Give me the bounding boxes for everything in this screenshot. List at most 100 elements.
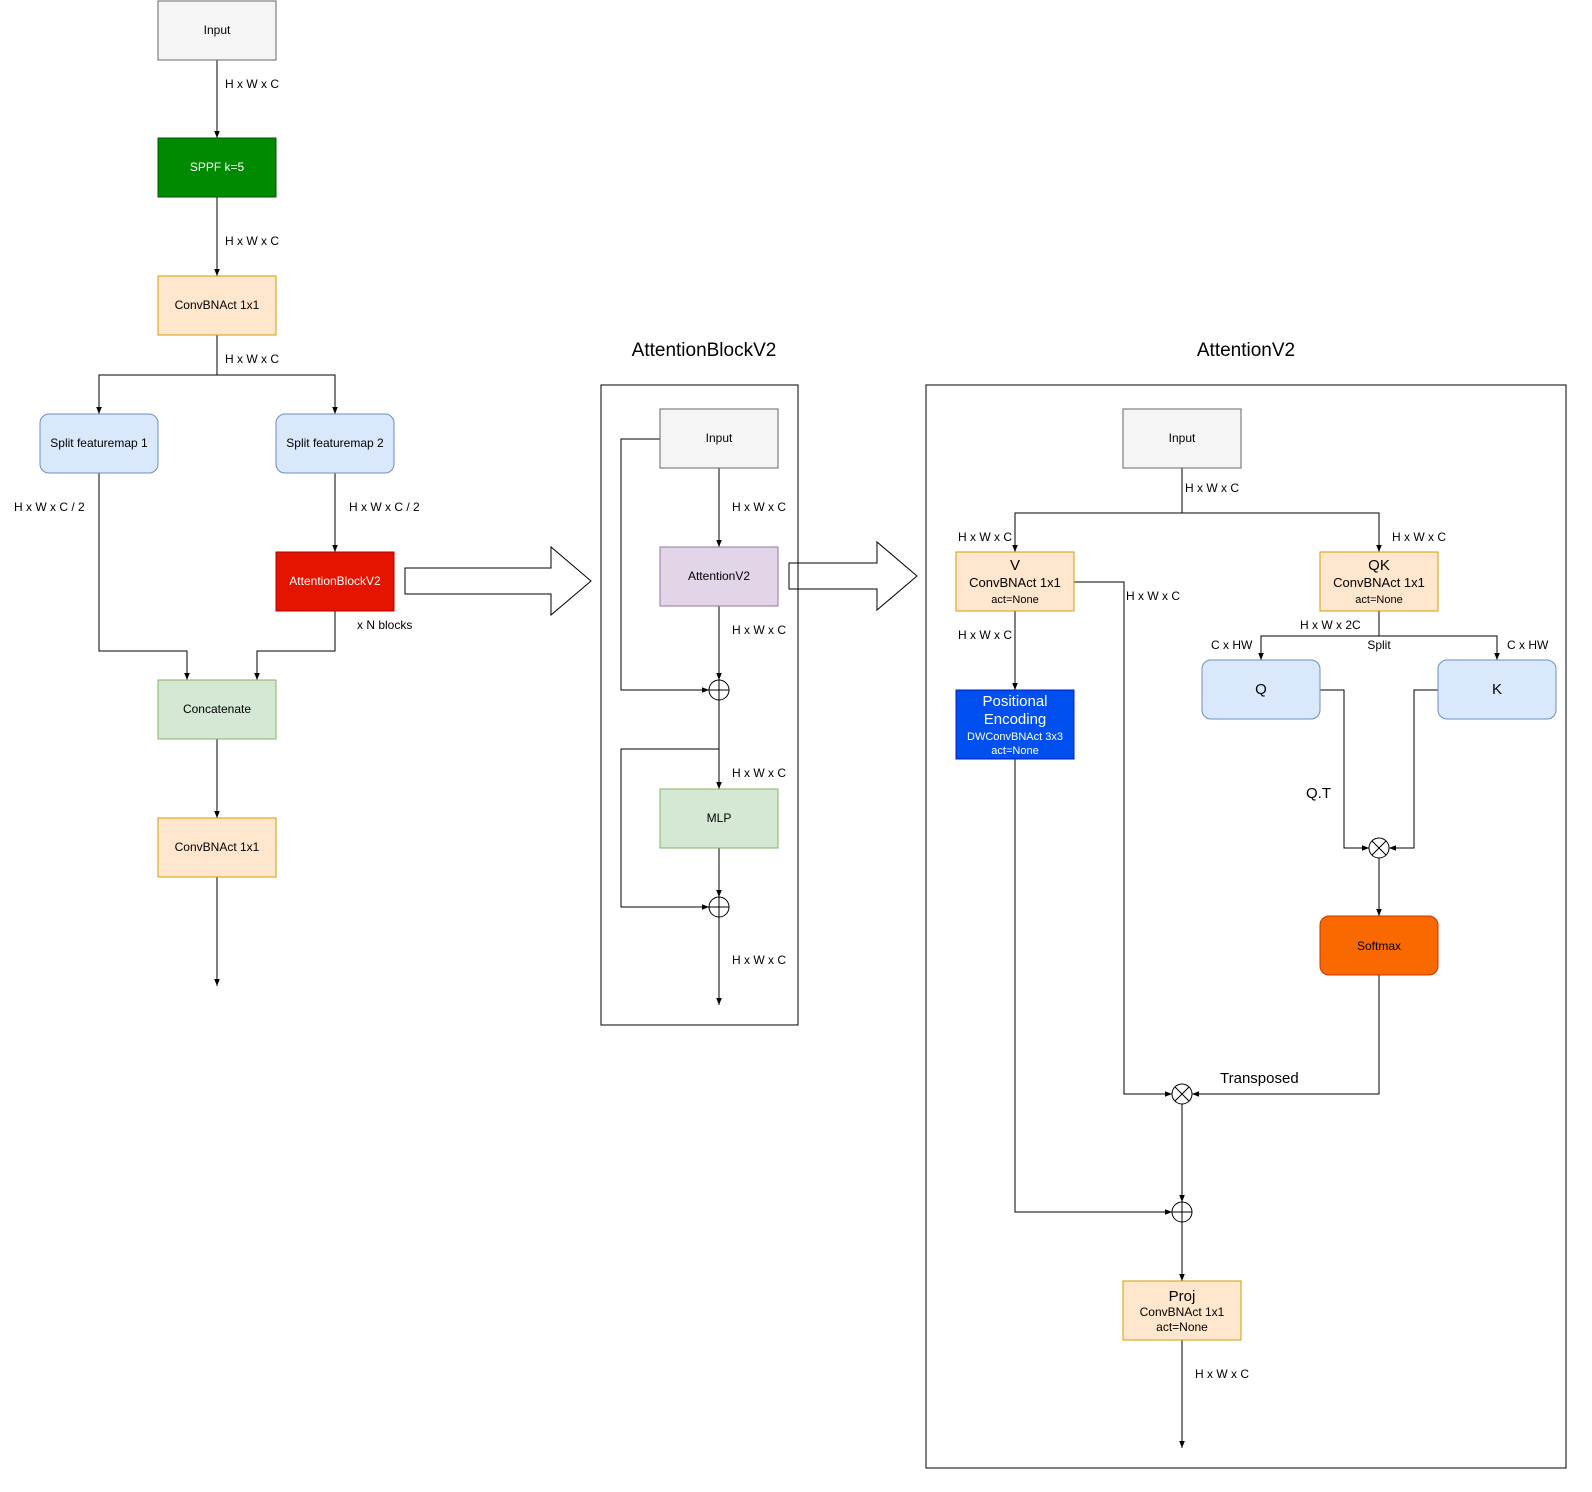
attention-frame (925, 384, 1567, 1469)
left-flow: Input SPPF k=5 ConvBNAct 1x1 Split featu… (14, 0, 420, 986)
conv-node-2-label: ConvBNAct 1x1 (175, 840, 260, 854)
add-op-1-plus-mark (709, 680, 729, 700)
edge-label: H x W x C (732, 766, 786, 780)
attn-input-node-box (1122, 408, 1242, 469)
edge-q-mul (1320, 689, 1369, 851)
proj-node-box (1122, 1280, 1242, 1341)
block-attention-node: AttentionV2 (659, 546, 779, 607)
attention-block-panel: AttentionBlockV2 Input AttentionV2 MLP (600, 340, 799, 1026)
edge-qk-q (1258, 611, 1380, 660)
block-input-node: Input (659, 408, 779, 469)
block-input-node-label: Input (706, 431, 733, 445)
positional-encoding-node: Positional Encoding DWConvBNAct 3x3 act=… (955, 689, 1075, 760)
edge-label: H x W x C (732, 500, 786, 514)
transposed-label: Transposed (1220, 1070, 1299, 1087)
qt-label: Q.T (1306, 785, 1331, 802)
edge-input-qk (1182, 512, 1382, 552)
concatenate-node-label: Concatenate (183, 702, 251, 716)
split-node-1-label: Split featuremap 1 (50, 436, 148, 450)
pe-node-act: act=None (991, 745, 1038, 757)
edge-label: H x W x C (225, 234, 279, 248)
edge-skip-2 (620, 748, 719, 910)
split-label: Split (1367, 638, 1391, 652)
block-mlp-node-box (659, 788, 779, 849)
input-node-box (157, 0, 277, 61)
input-node-label: Input (204, 23, 231, 37)
expand-arrow-2 (788, 540, 918, 612)
edge-conv-split2 (217, 374, 338, 414)
attn-input-node-label: Input (1169, 431, 1196, 445)
conv-node-2: ConvBNAct 1x1 (157, 817, 277, 878)
v-node-title: V (1010, 557, 1020, 574)
split-node-2-label: Split featuremap 2 (286, 436, 384, 450)
edge-label: C x HW (1211, 638, 1253, 652)
edge-softmax-matmul (1192, 975, 1380, 1097)
edge-skip-1 (620, 438, 709, 693)
add-op-2 (708, 896, 730, 918)
split-node-1-box (39, 413, 159, 474)
edge-label: H x W x 2C (1300, 618, 1361, 632)
input-node: Input (157, 0, 277, 61)
attention-block-frame (600, 384, 799, 1026)
qk-node: QK ConvBNAct 1x1 act=None (1319, 551, 1439, 612)
proj-node-act: act=None (1156, 1320, 1208, 1334)
qk-node-title: QK (1368, 557, 1390, 574)
edge-label: H x W x C (958, 628, 1012, 642)
add-op-1 (708, 679, 730, 701)
qk-node-sub: ConvBNAct 1x1 (1333, 575, 1425, 590)
v-node: V ConvBNAct 1x1 act=None (955, 551, 1075, 612)
block-mlp-node-label: MLP (707, 811, 732, 825)
edge-label: H x W x C (1392, 530, 1446, 544)
split-node-2: Split featuremap 2 (275, 413, 395, 474)
edge-split1-concat (98, 473, 190, 680)
n-blocks-label: x N blocks (357, 618, 412, 632)
edge-label: H x W x C (1185, 481, 1239, 495)
concatenate-node: Concatenate (157, 679, 277, 740)
edge-v-matmul (1074, 581, 1172, 1097)
sppf-node-label: SPPF k=5 (190, 160, 245, 174)
q-node-label: Q (1255, 681, 1267, 698)
edge-label: H x W x C / 2 (349, 500, 420, 514)
softmax-node: Softmax (1319, 915, 1439, 976)
add-op-pe (1171, 1201, 1193, 1223)
conv-node-2-box (157, 817, 277, 878)
attention-block-node-box (275, 551, 395, 612)
qk-node-box (1319, 551, 1439, 612)
k-node: K (1437, 659, 1557, 720)
concatenate-node-box (157, 679, 277, 740)
edge-label: H x W x C / 2 (14, 500, 85, 514)
edge-label: H x W x C (1126, 589, 1180, 603)
sppf-node-box (157, 137, 277, 198)
attention-block-title: AttentionBlockV2 (632, 340, 777, 361)
block-mlp-node: MLP (659, 788, 779, 849)
edge-k-mul (1389, 689, 1438, 851)
edge-label: H x W x C (1195, 1367, 1249, 1381)
split-node-2-box (275, 413, 395, 474)
v-node-act: act=None (991, 594, 1038, 606)
q-node-box (1201, 659, 1321, 720)
edge-label: H x W x C (732, 623, 786, 637)
add-op-2-plus-mark (709, 897, 729, 917)
block-input-node-box (659, 408, 779, 469)
add-op-pe-plus-mark (1172, 1202, 1192, 1222)
block-attention-node-box (659, 546, 779, 607)
conv-node-1: ConvBNAct 1x1 (157, 275, 277, 336)
sppf-node: SPPF k=5 (157, 137, 277, 198)
mul-op-v (1171, 1083, 1193, 1105)
edge-attnblock-concat (254, 611, 336, 680)
softmax-node-label: Softmax (1357, 939, 1401, 953)
edge-qk-k (1379, 635, 1500, 660)
pe-node-sub: DWConvBNAct 3x3 (967, 731, 1063, 743)
attention-block-node: AttentionBlockV2 (275, 551, 395, 612)
qk-node-act: act=None (1355, 594, 1402, 606)
q-node: Q (1201, 659, 1321, 720)
v-node-sub: ConvBNAct 1x1 (969, 575, 1061, 590)
k-node-label: K (1492, 681, 1502, 698)
edge-label: H x W x C (732, 953, 786, 967)
edge-pe-add (1014, 759, 1172, 1215)
attention-block-node-label: AttentionBlockV2 (289, 574, 381, 588)
attention-panel: AttentionV2 Input V ConvBNAct 1x1 act=No… (925, 340, 1567, 1469)
v-node-box (955, 551, 1075, 612)
pe-node-line1: Positional (982, 693, 1047, 710)
